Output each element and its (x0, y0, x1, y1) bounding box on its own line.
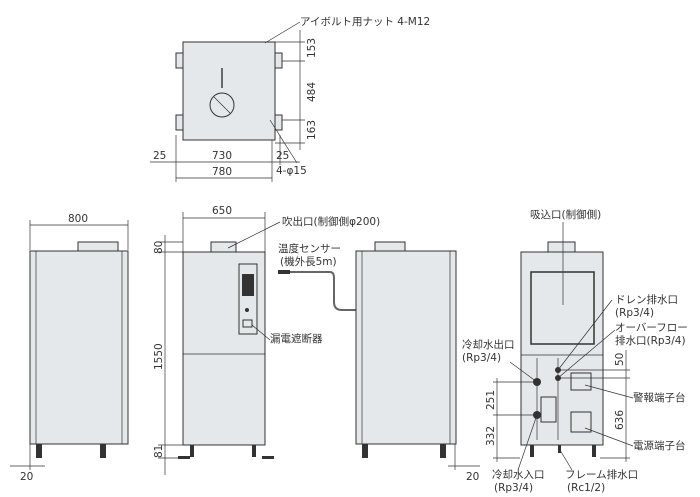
dim-780: 780 (212, 166, 232, 178)
dim-153: 153 (306, 38, 318, 58)
front-view: 650 吹出口(制御側φ200) 漏電遮断器 80 1550 81 温度センサー… (153, 205, 380, 475)
alarm-terminal-block (570, 372, 592, 391)
top-view-body (182, 41, 276, 141)
frame-drain-label: フレーム排水口 (565, 468, 638, 481)
power-terminal-label: 電源端子台 (633, 439, 686, 452)
overflow-size: 排水口(Rp3/4) (615, 334, 686, 347)
dim-25-left: 25 (153, 150, 166, 162)
drain-label: ドレン排水口 (615, 293, 678, 306)
dim-25-right: 25 (276, 150, 289, 162)
dim-20-right: 20 (466, 471, 479, 483)
right-side-view (355, 241, 457, 458)
cw-inlet-size: (Rp3/4) (494, 482, 533, 494)
dim-80: 80 (153, 241, 165, 254)
alarm-terminal-label: 警報端子台 (633, 391, 686, 404)
dim-636: 636 (614, 410, 626, 430)
sensor-cable (290, 271, 356, 311)
dim-332: 332 (485, 426, 497, 446)
dim-81: 81 (153, 445, 165, 458)
dim-20-left: 20 (20, 471, 33, 483)
outlet-circle (209, 92, 235, 118)
dim-484: 484 (306, 82, 318, 102)
sensor-length-label: (機外長5m) (280, 255, 337, 268)
outlet-label: 吹出口(制御側φ200) (282, 215, 380, 228)
dim-50: 50 (614, 353, 626, 366)
hole-label: 4-φ15 (276, 165, 307, 177)
rear-view: 吸込口(制御側) ドレン排水口 (Rp3/4) オーバーフロー 排水口(Rp3/… (448, 208, 688, 494)
breaker-label: 漏電遮断器 (270, 332, 323, 345)
drain-size: (Rp3/4) (615, 307, 654, 319)
dim-163: 163 (306, 120, 318, 140)
cw-inlet-label: 冷却水入口 (492, 468, 545, 481)
dim-1550: 1550 (153, 343, 165, 370)
temperature-sensor-icon (278, 270, 290, 274)
dim-650: 650 (212, 205, 232, 217)
dim-730: 730 (212, 150, 232, 162)
eyebolt-label: アイボルト用ナット 4-M12 (300, 16, 430, 28)
top-view: アイボルト用ナット 4-M12 153 484 163 4-φ15 25 730… (150, 16, 430, 182)
dim-251: 251 (485, 390, 497, 410)
inlet-grille (530, 271, 595, 345)
overflow-label: オーバーフロー (615, 322, 688, 334)
cw-outlet-label: 冷却水出口 (462, 338, 515, 351)
power-terminal-block (570, 411, 592, 433)
left-side-view: 800 20 (10, 213, 129, 483)
cw-outlet-size: (Rp3/4) (462, 352, 501, 364)
frame-drain-size: (Rc1/2) (567, 482, 605, 494)
dim-800: 800 (68, 213, 88, 225)
inlet-label: 吸込口(制御側) (530, 208, 601, 221)
sensor-label: 温度センサー (278, 242, 341, 255)
